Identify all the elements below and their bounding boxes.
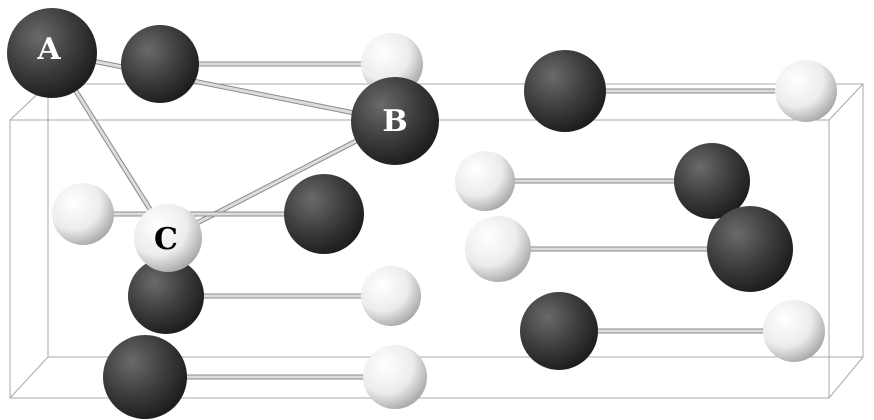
light-atom bbox=[763, 300, 825, 362]
dark-atom bbox=[674, 143, 750, 219]
light-atom bbox=[363, 345, 427, 409]
bond-a-b bbox=[51, 51, 396, 123]
light-atom bbox=[52, 183, 114, 245]
atom-c-label: C bbox=[154, 222, 178, 257]
atom-labels: A B C bbox=[36, 32, 407, 257]
dark-atom bbox=[121, 25, 199, 103]
dark-atom bbox=[707, 206, 793, 292]
cell-edge-bottom-left bbox=[9, 356, 49, 399]
atom-b bbox=[351, 77, 439, 165]
atom-a bbox=[7, 8, 97, 98]
atoms bbox=[7, 8, 837, 419]
dark-atom bbox=[284, 174, 364, 254]
cell-edge-bottom-right bbox=[828, 356, 864, 399]
dark-atom bbox=[524, 50, 606, 132]
atom-b-label: B bbox=[382, 104, 407, 139]
dark-atom bbox=[103, 335, 187, 419]
atom-a-label: A bbox=[36, 32, 61, 67]
dark-atom bbox=[520, 292, 598, 370]
light-atom bbox=[455, 151, 515, 211]
atom-c bbox=[134, 204, 202, 272]
light-atom bbox=[775, 60, 837, 122]
light-atom bbox=[465, 216, 531, 282]
light-atom bbox=[361, 266, 421, 326]
dark-atom bbox=[128, 258, 204, 334]
cell-edge-top-right bbox=[828, 83, 864, 121]
